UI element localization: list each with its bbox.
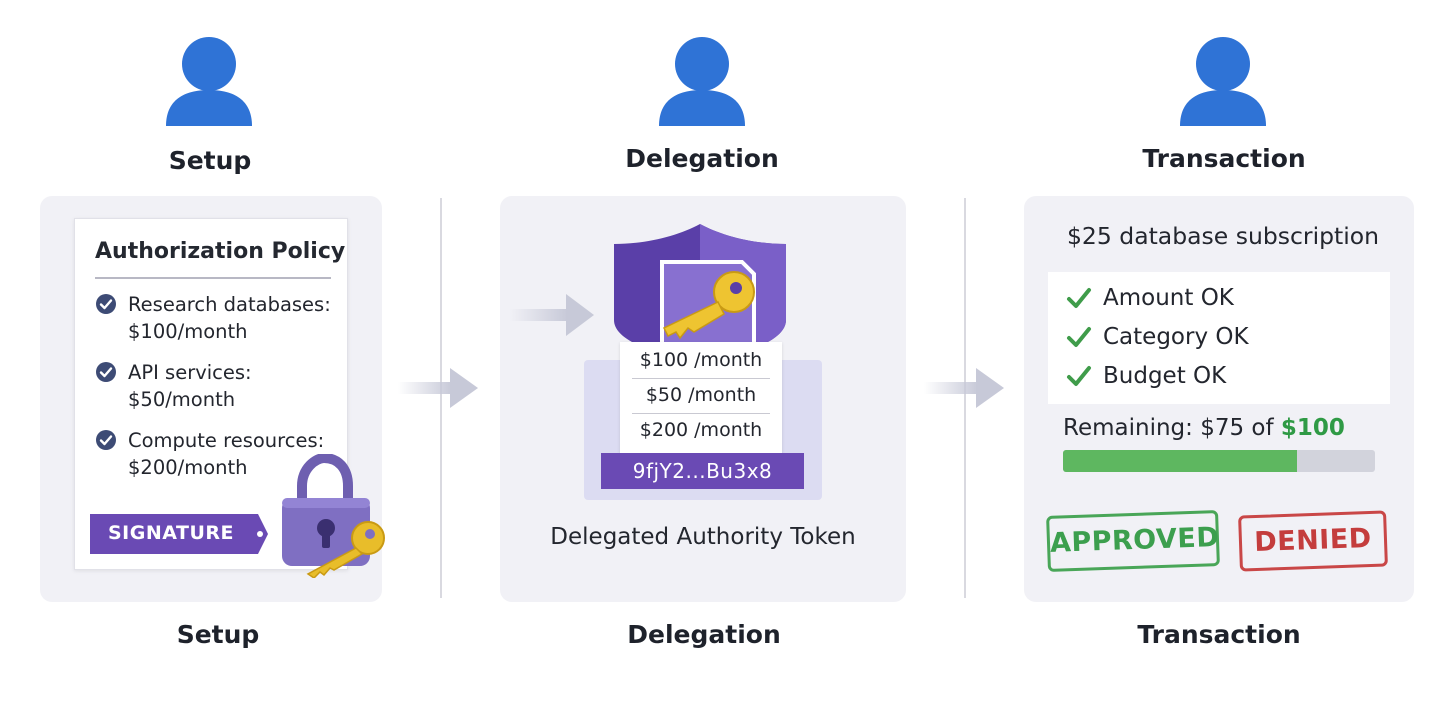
- policy-item-label: Research databases: $100/month: [128, 291, 331, 345]
- setup-title: Setup: [80, 146, 340, 175]
- check-label: Amount OK: [1103, 284, 1234, 312]
- transaction-bottom-label: Transaction: [1089, 620, 1349, 649]
- transaction-request: $25 database subscription: [1024, 222, 1422, 250]
- check-label: Category OK: [1103, 323, 1249, 351]
- arrow-right-icon: [398, 366, 480, 410]
- transaction-title: Transaction: [1094, 144, 1354, 173]
- policy-title-underline: [95, 277, 331, 279]
- arrow-right-icon: [924, 366, 1006, 410]
- token-separator: [632, 378, 770, 379]
- delegation-title: Delegation: [572, 144, 832, 173]
- token-limits-card: $100 /month $50 /month $200 /month: [620, 342, 782, 454]
- denied-stamp: DENIED: [1238, 510, 1388, 571]
- setup-bottom-label: Setup: [88, 620, 348, 649]
- check-label: Budget OK: [1103, 362, 1226, 390]
- checkmark-icon: [1066, 325, 1092, 349]
- remaining-total: $100: [1281, 415, 1345, 441]
- budget-progress-fill: [1063, 450, 1297, 472]
- approved-stamp: APPROVED: [1046, 510, 1220, 572]
- checkmark-icon: [1066, 364, 1092, 388]
- checkmark-icon: [1066, 286, 1092, 310]
- token-limit-item: $50 /month: [620, 384, 782, 406]
- transaction-person-icon: [1178, 34, 1268, 126]
- remaining-budget: Remaining: $75 of $100: [1063, 415, 1345, 441]
- token-separator: [632, 413, 770, 414]
- budget-progress-bar: [1063, 450, 1375, 472]
- delegation-person-icon: [657, 34, 747, 126]
- signature-label: SIGNATURE: [108, 522, 234, 544]
- setup-person-icon: [164, 34, 254, 126]
- policy-title: Authorization Policy: [95, 239, 345, 264]
- token-limit-item: $200 /month: [620, 419, 782, 441]
- token-caption: Delegated Authority Token: [500, 524, 906, 550]
- check-circle-icon: [95, 293, 117, 315]
- shield-icon: [612, 222, 788, 362]
- token-id: 9fjY2...Bu3x8: [601, 453, 804, 489]
- check-circle-icon: [95, 429, 117, 451]
- arrow-right-icon: [510, 292, 596, 338]
- policy-item-label: API services: $50/month: [128, 359, 252, 413]
- padlock-icon: [280, 454, 390, 578]
- delegation-bottom-label: Delegation: [574, 620, 834, 649]
- check-circle-icon: [95, 361, 117, 383]
- token-limit-item: $100 /month: [620, 349, 782, 371]
